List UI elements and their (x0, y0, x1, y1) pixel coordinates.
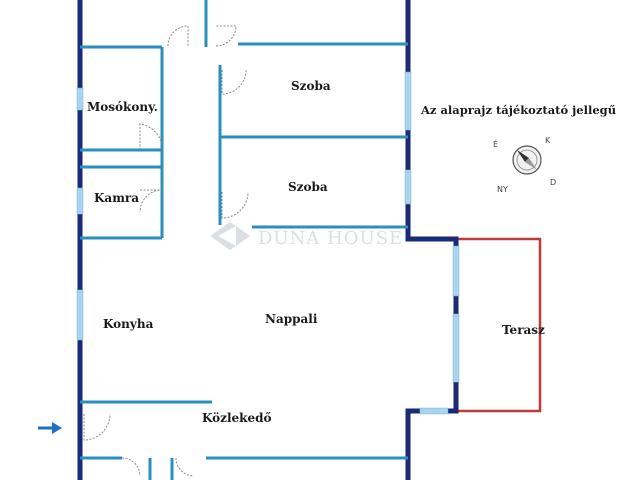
watermark: DUNA HOUSE (210, 222, 403, 250)
room-label-konyha: Konyha (103, 317, 154, 331)
disclaimer-note: Az alaprajz tájékoztató jellegű (421, 103, 617, 117)
watermark-text: DUNA HOUSE (258, 228, 403, 249)
compass-south-label: D (550, 178, 556, 187)
room-label-nappali: Nappali (265, 312, 318, 326)
doors (83, 25, 249, 477)
room-label-kozlekedo: Közlekedő (202, 411, 272, 425)
compass-west-label: NY (497, 185, 508, 194)
compass-icon: É K D NY (493, 136, 556, 194)
room-label-szoba-1: Szoba (291, 79, 331, 93)
room-label-kamra: Kamra (94, 191, 139, 205)
compass-east-label: K (545, 136, 551, 145)
interior-walls (80, 0, 408, 480)
terrace-outline (455, 237, 542, 413)
room-label-terasz: Terasz (502, 323, 545, 337)
room-label-mosokonyha: Mosókony. (87, 100, 158, 114)
compass-north-label: É (493, 138, 498, 149)
room-label-szoba-2: Szoba (288, 180, 328, 194)
windows (76, 71, 460, 415)
entrance-arrow-icon (38, 422, 62, 434)
